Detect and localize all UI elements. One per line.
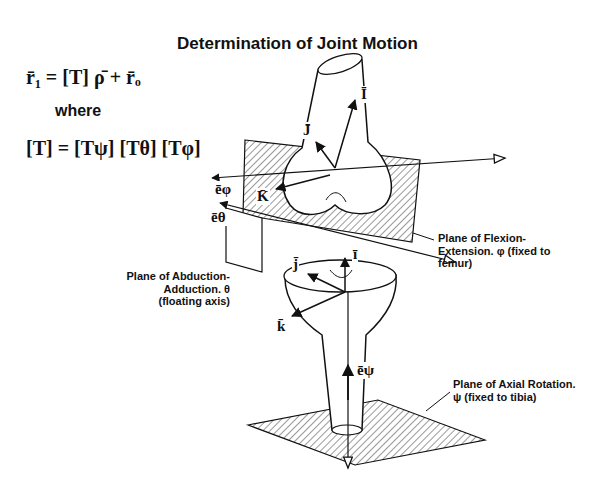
vector-label: J̄ <box>302 122 312 139</box>
femur-shaft-end <box>316 49 365 78</box>
femur-j-vector <box>316 142 335 168</box>
diagram-title: Determination of Joint Motion <box>0 34 595 54</box>
tibial-plateau <box>284 260 396 292</box>
plane-label: Plane of Axial Rotation. ψ (fixed to tib… <box>453 378 581 403</box>
leader-line <box>413 233 434 240</box>
tibia <box>285 275 396 430</box>
plane-label: Plane of Abduction-Adduction. θ (floatin… <box>118 270 230 308</box>
flexion-axis <box>212 158 505 178</box>
tibia-i-vector <box>344 258 346 292</box>
floating-axis <box>220 203 455 262</box>
tibia-j-vector <box>308 274 345 292</box>
vector-label: K̄ <box>256 188 270 205</box>
tibia-e-vector <box>347 365 349 400</box>
femur <box>283 60 391 214</box>
plane-label: Plane of Flexion-Extension. φ (fixed to … <box>438 232 556 270</box>
vector-label: ēθ <box>210 209 227 226</box>
equation-note: where <box>55 102 101 120</box>
leader-line <box>426 392 450 411</box>
axial-plane <box>248 400 485 465</box>
tibial-axis <box>347 292 348 468</box>
vector-label: j̄ <box>292 256 299 273</box>
femur-i-vector <box>335 100 355 168</box>
abduction-plane <box>226 208 262 272</box>
femur-notch <box>326 193 346 202</box>
femur-k-vector <box>276 175 330 189</box>
equation: r̄₁ = [T] ρ̄ + r̄ₒ <box>26 66 141 89</box>
tibial-plateau-notch <box>330 270 352 278</box>
vector-label: k̄ <box>276 318 286 335</box>
vector-label: ēφ <box>214 181 232 198</box>
vector-label: Ī <box>360 86 368 103</box>
vector-label: ēψ <box>356 362 375 379</box>
tibia-k-vector <box>292 292 345 316</box>
vector-label: ī <box>352 246 358 263</box>
tibia-shaft-end <box>332 425 362 435</box>
equation: [T] = [Tψ] [Tθ] [Tφ] <box>26 137 201 160</box>
